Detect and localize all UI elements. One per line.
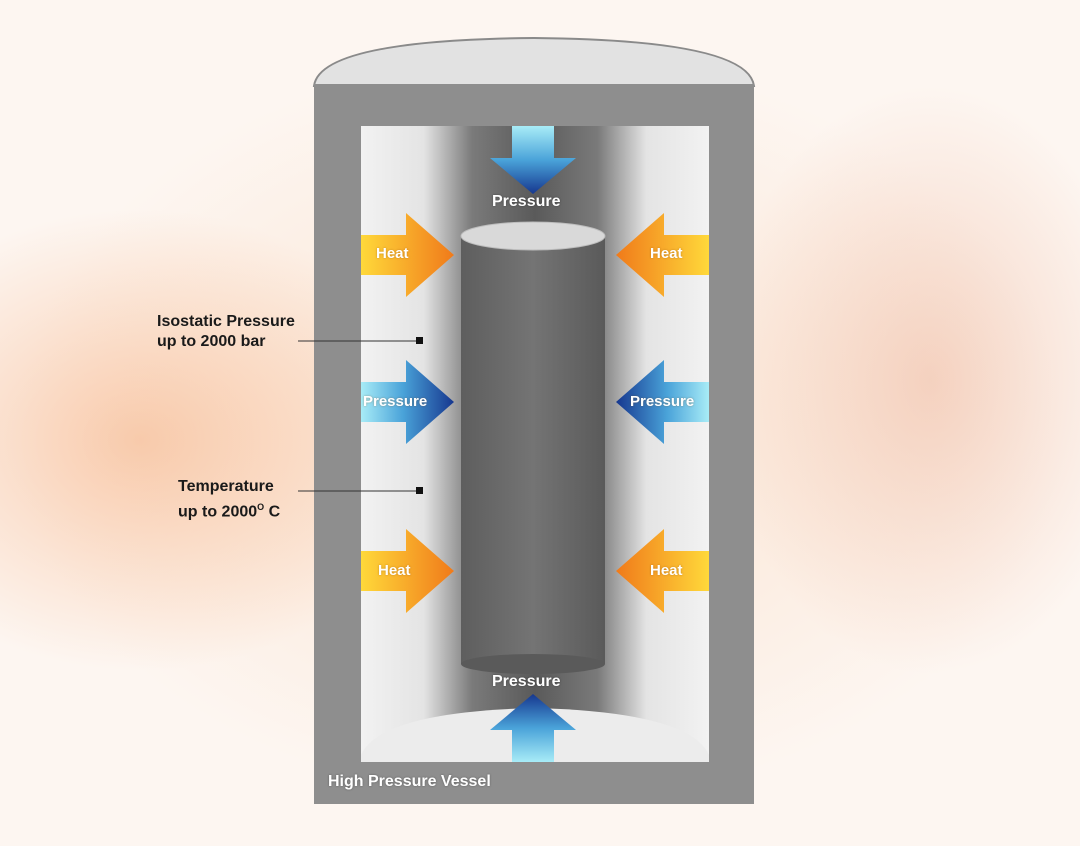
- isostatic-line2: up to 2000 bar: [157, 333, 266, 350]
- pressure-arrow-icon: [490, 126, 576, 194]
- heat-arrow-icon: [361, 213, 454, 297]
- temperature-line1: Temperature: [178, 478, 274, 495]
- isostatic-pressure-label: Isostatic Pressure up to 2000 bar: [157, 312, 295, 352]
- pressure-label: Pressure: [363, 393, 428, 410]
- heat-label: Heat: [650, 562, 683, 579]
- temperature-line2: up to 2000O C: [178, 497, 280, 522]
- pressure-arrow-icon: [361, 360, 454, 444]
- sample-cylinder-body: [461, 236, 605, 664]
- sample-cylinder-bottom: [461, 654, 605, 674]
- heat-label: Heat: [650, 245, 683, 262]
- pressure-arrow-icon: [616, 360, 709, 444]
- vessel-dome: [312, 36, 756, 87]
- heat-arrow-icon: [616, 213, 709, 297]
- temperature-unit: C: [264, 503, 281, 521]
- vessel-label: High Pressure Vessel: [328, 773, 491, 790]
- heat-arrow-icon: [361, 529, 454, 613]
- isostatic-marker: [416, 337, 423, 344]
- heat-arrow-icon: [616, 529, 709, 613]
- heat-label: Heat: [376, 245, 409, 262]
- pressure-bottom-label: Pressure: [492, 673, 561, 690]
- temperature-value: up to 2000: [178, 503, 258, 521]
- temperature-marker: [416, 487, 423, 494]
- pressure-top-label: Pressure: [492, 193, 561, 210]
- pressure-arrow-icon: [490, 694, 576, 762]
- sample-cylinder-top: [460, 221, 606, 251]
- heat-label: Heat: [378, 562, 411, 579]
- isostatic-line1: Isostatic Pressure: [157, 313, 295, 330]
- pressure-label: Pressure: [630, 393, 695, 410]
- temperature-label: Temperature up to 2000O C: [178, 477, 280, 522]
- degree-sup: O: [257, 502, 265, 512]
